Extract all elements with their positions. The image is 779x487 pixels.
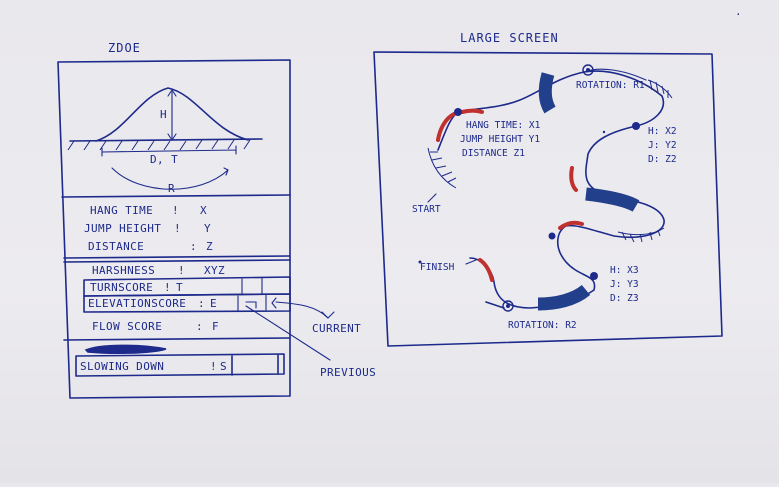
svg-text:!: ! xyxy=(164,281,171,294)
distance-time-label: D, T xyxy=(150,153,178,166)
stats-list: HANG TIME ! X JUMP HEIGHT ! Y DISTANCE :… xyxy=(84,204,213,253)
left-panel-title: ZDOE xyxy=(108,41,141,55)
right-panel: LARGE SCREEN · xyxy=(373,8,742,347)
flow-score-value: F xyxy=(212,320,219,333)
svg-text:!: ! xyxy=(174,222,181,235)
finish-label: FINISH xyxy=(420,262,455,273)
distance-line xyxy=(101,145,237,157)
left-panel: ZDOE H D, T R HANG TIME xyxy=(57,41,376,399)
jump-2-d: D: Z2 xyxy=(648,154,677,165)
jump-1-hang-time: HANG TIME: X1 xyxy=(466,120,541,131)
separator-1 xyxy=(61,194,291,198)
svg-text:!: ! xyxy=(178,264,185,277)
jump-2-j: J: Y2 xyxy=(648,140,677,151)
waypoint-1 xyxy=(454,108,462,116)
jump-3-h: H: X3 xyxy=(610,265,639,276)
previous-annotation: PREVIOUS xyxy=(320,366,376,379)
start-ramp xyxy=(427,147,457,189)
turn-score-value: T xyxy=(176,281,183,294)
start-pointer xyxy=(427,193,437,203)
range-label: R xyxy=(168,182,175,195)
start-label: START xyxy=(412,204,441,215)
slowing-down-segments xyxy=(231,354,279,376)
rotation-2-target xyxy=(502,300,514,312)
separator-2 xyxy=(63,255,291,259)
elevation-score-label: ELEVATIONSCORE xyxy=(88,297,186,310)
range-arc xyxy=(111,167,229,190)
stat-distance-label: DISTANCE xyxy=(88,240,144,253)
left-panel-frame xyxy=(57,59,291,399)
turn-score-segments xyxy=(241,277,263,296)
svg-text:!: ! xyxy=(172,204,179,217)
turn-score-row: TURNSCORE ! T xyxy=(83,276,291,297)
svg-text::: : xyxy=(196,320,203,333)
right-panel-frame xyxy=(373,51,723,347)
rotation-1-target xyxy=(582,64,594,76)
slowing-down-label: SLOWING DOWN xyxy=(80,360,164,373)
current-annotation: CURRENT xyxy=(312,322,361,335)
elevation-score-segments xyxy=(237,294,267,312)
jump-2-h: H: X2 xyxy=(648,126,677,137)
waypoint-2 xyxy=(632,122,640,130)
height-label: H xyxy=(160,108,167,121)
slowing-down-row: SLOWING DOWN ! S xyxy=(75,353,285,377)
current-pointer-line xyxy=(275,301,329,319)
elevation-score-value: E xyxy=(210,297,217,310)
flow-score-label: FLOW SCORE xyxy=(92,320,162,333)
jump-marker-2 xyxy=(569,166,578,192)
separator-4 xyxy=(63,337,291,341)
stat-hang-time-label: HANG TIME xyxy=(90,204,153,217)
jump-3-d: D: Z3 xyxy=(610,293,639,304)
slowing-down-box xyxy=(75,353,285,377)
svg-text:·: · xyxy=(735,8,742,21)
waypoint-4 xyxy=(590,272,598,280)
banked-turn-3 xyxy=(537,284,591,311)
jump-1-distance: DISTANCE Z1 xyxy=(462,148,525,159)
svg-text::: : xyxy=(198,297,205,310)
elevation-score-box xyxy=(83,293,291,313)
stat-hang-time-value: X xyxy=(200,204,207,217)
turn-score-label: TURNSCORE xyxy=(90,281,153,294)
finish-pointer xyxy=(465,259,477,265)
banked-turn-2 xyxy=(585,187,640,212)
stat-distance-value: Z xyxy=(206,240,213,253)
ground-hatching xyxy=(67,139,251,151)
right-panel-title: LARGE SCREEN xyxy=(460,31,559,45)
svg-text::: : xyxy=(190,240,197,253)
height-arrow xyxy=(167,89,177,141)
hatched-ramps xyxy=(427,79,673,243)
harshness-label: HARSHNESS xyxy=(92,264,155,277)
previous-marker xyxy=(245,301,257,309)
waypoint-3 xyxy=(548,232,556,240)
separator-3 xyxy=(63,259,291,263)
rotation-1-label: ROTATION: R1 xyxy=(576,80,645,91)
jump-curve xyxy=(95,87,249,142)
scribbled-text xyxy=(84,344,167,354)
rotation-2-label: ROTATION: R2 xyxy=(508,320,577,331)
jump-marker-4 xyxy=(478,258,494,282)
jump-3-j: J: Y3 xyxy=(610,279,639,290)
current-marker xyxy=(271,297,277,309)
slowing-down-value: S xyxy=(220,360,227,373)
banked-turn-1 xyxy=(538,72,556,114)
current-pointer-tick xyxy=(321,311,335,319)
elevation-score-row: ELEVATIONSCORE : E xyxy=(83,293,291,313)
jump-marker-3 xyxy=(558,220,584,230)
previous-pointer-line xyxy=(245,305,331,361)
harshness-value: XYZ xyxy=(204,264,225,277)
rotation-ramp xyxy=(647,79,673,99)
jump-1-height: JUMP HEIGHT Y1 xyxy=(460,134,540,145)
jump-marker-1b xyxy=(460,108,484,114)
stat-jump-height-label: JUMP HEIGHT xyxy=(84,222,161,235)
jump-marker-1 xyxy=(436,112,456,142)
svg-text:!: ! xyxy=(210,360,217,373)
jump-diagram: H D, T R xyxy=(67,87,263,195)
stat-jump-height-value: Y xyxy=(204,222,211,235)
ground-line xyxy=(69,138,263,142)
lower-ramp xyxy=(617,227,665,243)
